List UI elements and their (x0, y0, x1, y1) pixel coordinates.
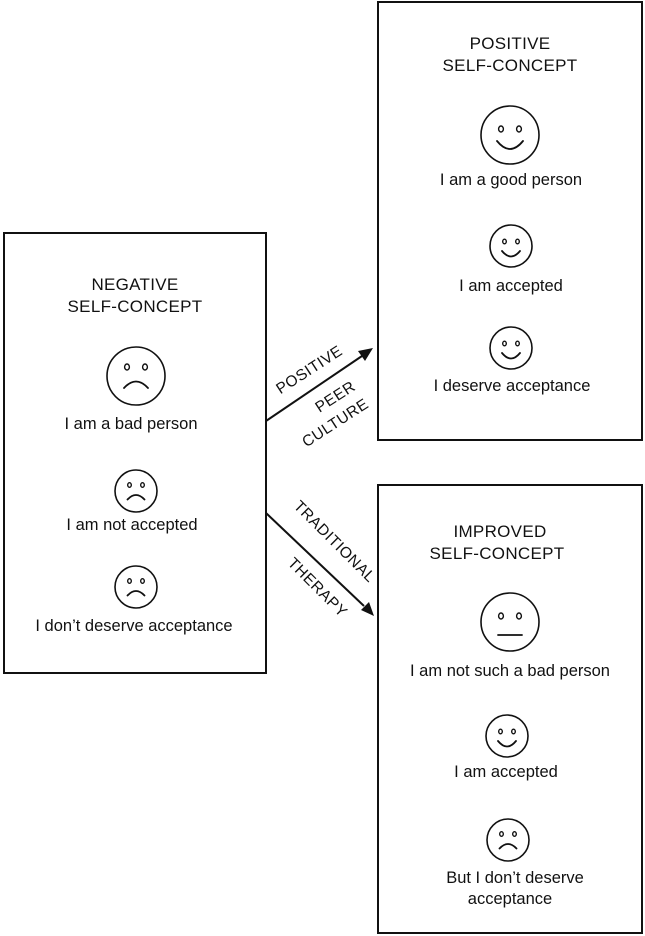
frown-face-icon (114, 469, 158, 513)
positive-statement-3: I deserve acceptance (434, 377, 591, 395)
improved-statement-3-line2: acceptance (468, 890, 552, 908)
negative-statement-1: I am a bad person (65, 415, 198, 433)
smile-face-icon (489, 224, 533, 268)
positive-self-concept-box: POSITIVE SELF-CONCEPT I am a good person… (377, 1, 643, 441)
traditional-therapy-label-line2: THERAPY (284, 555, 350, 621)
improved-box-title-line1: IMPROVED (453, 522, 546, 541)
frown-face-icon (114, 565, 158, 609)
smile-face-icon (480, 105, 540, 165)
positive-peer-culture-arrow (265, 348, 373, 422)
neutral-face-icon (480, 592, 540, 652)
improved-statement-3-line1: But I don’t deserve (446, 869, 584, 887)
negative-self-concept-box: NEGATIVE SELF-CONCEPT I am a bad person … (3, 232, 267, 674)
improved-self-concept-box: IMPROVED SELF-CONCEPT I am not such a ba… (377, 484, 643, 934)
improved-statement-2: I am accepted (454, 763, 558, 781)
smile-face-icon (489, 326, 533, 370)
arrowhead-icon (358, 348, 373, 361)
negative-box-title-line2: SELF-CONCEPT (68, 297, 203, 316)
negative-statement-2: I am not accepted (66, 516, 197, 534)
positive-statement-2: I am accepted (459, 277, 563, 295)
frown-face-icon (486, 818, 530, 862)
improved-statement-1: I am not such a bad person (410, 662, 610, 680)
positive-box-title-line2: SELF-CONCEPT (443, 56, 578, 75)
frown-face-icon (106, 346, 166, 406)
positive-box-title-line1: POSITIVE (470, 34, 551, 53)
positive-statement-1: I am a good person (440, 171, 582, 189)
negative-box-title-line1: NEGATIVE (91, 275, 178, 294)
traditional-therapy-arrow (265, 512, 374, 616)
negative-statement-3: I don’t deserve acceptance (35, 617, 232, 635)
improved-box-title-line2: SELF-CONCEPT (430, 544, 565, 563)
arrowhead-icon (361, 602, 374, 616)
smile-face-icon (485, 714, 529, 758)
